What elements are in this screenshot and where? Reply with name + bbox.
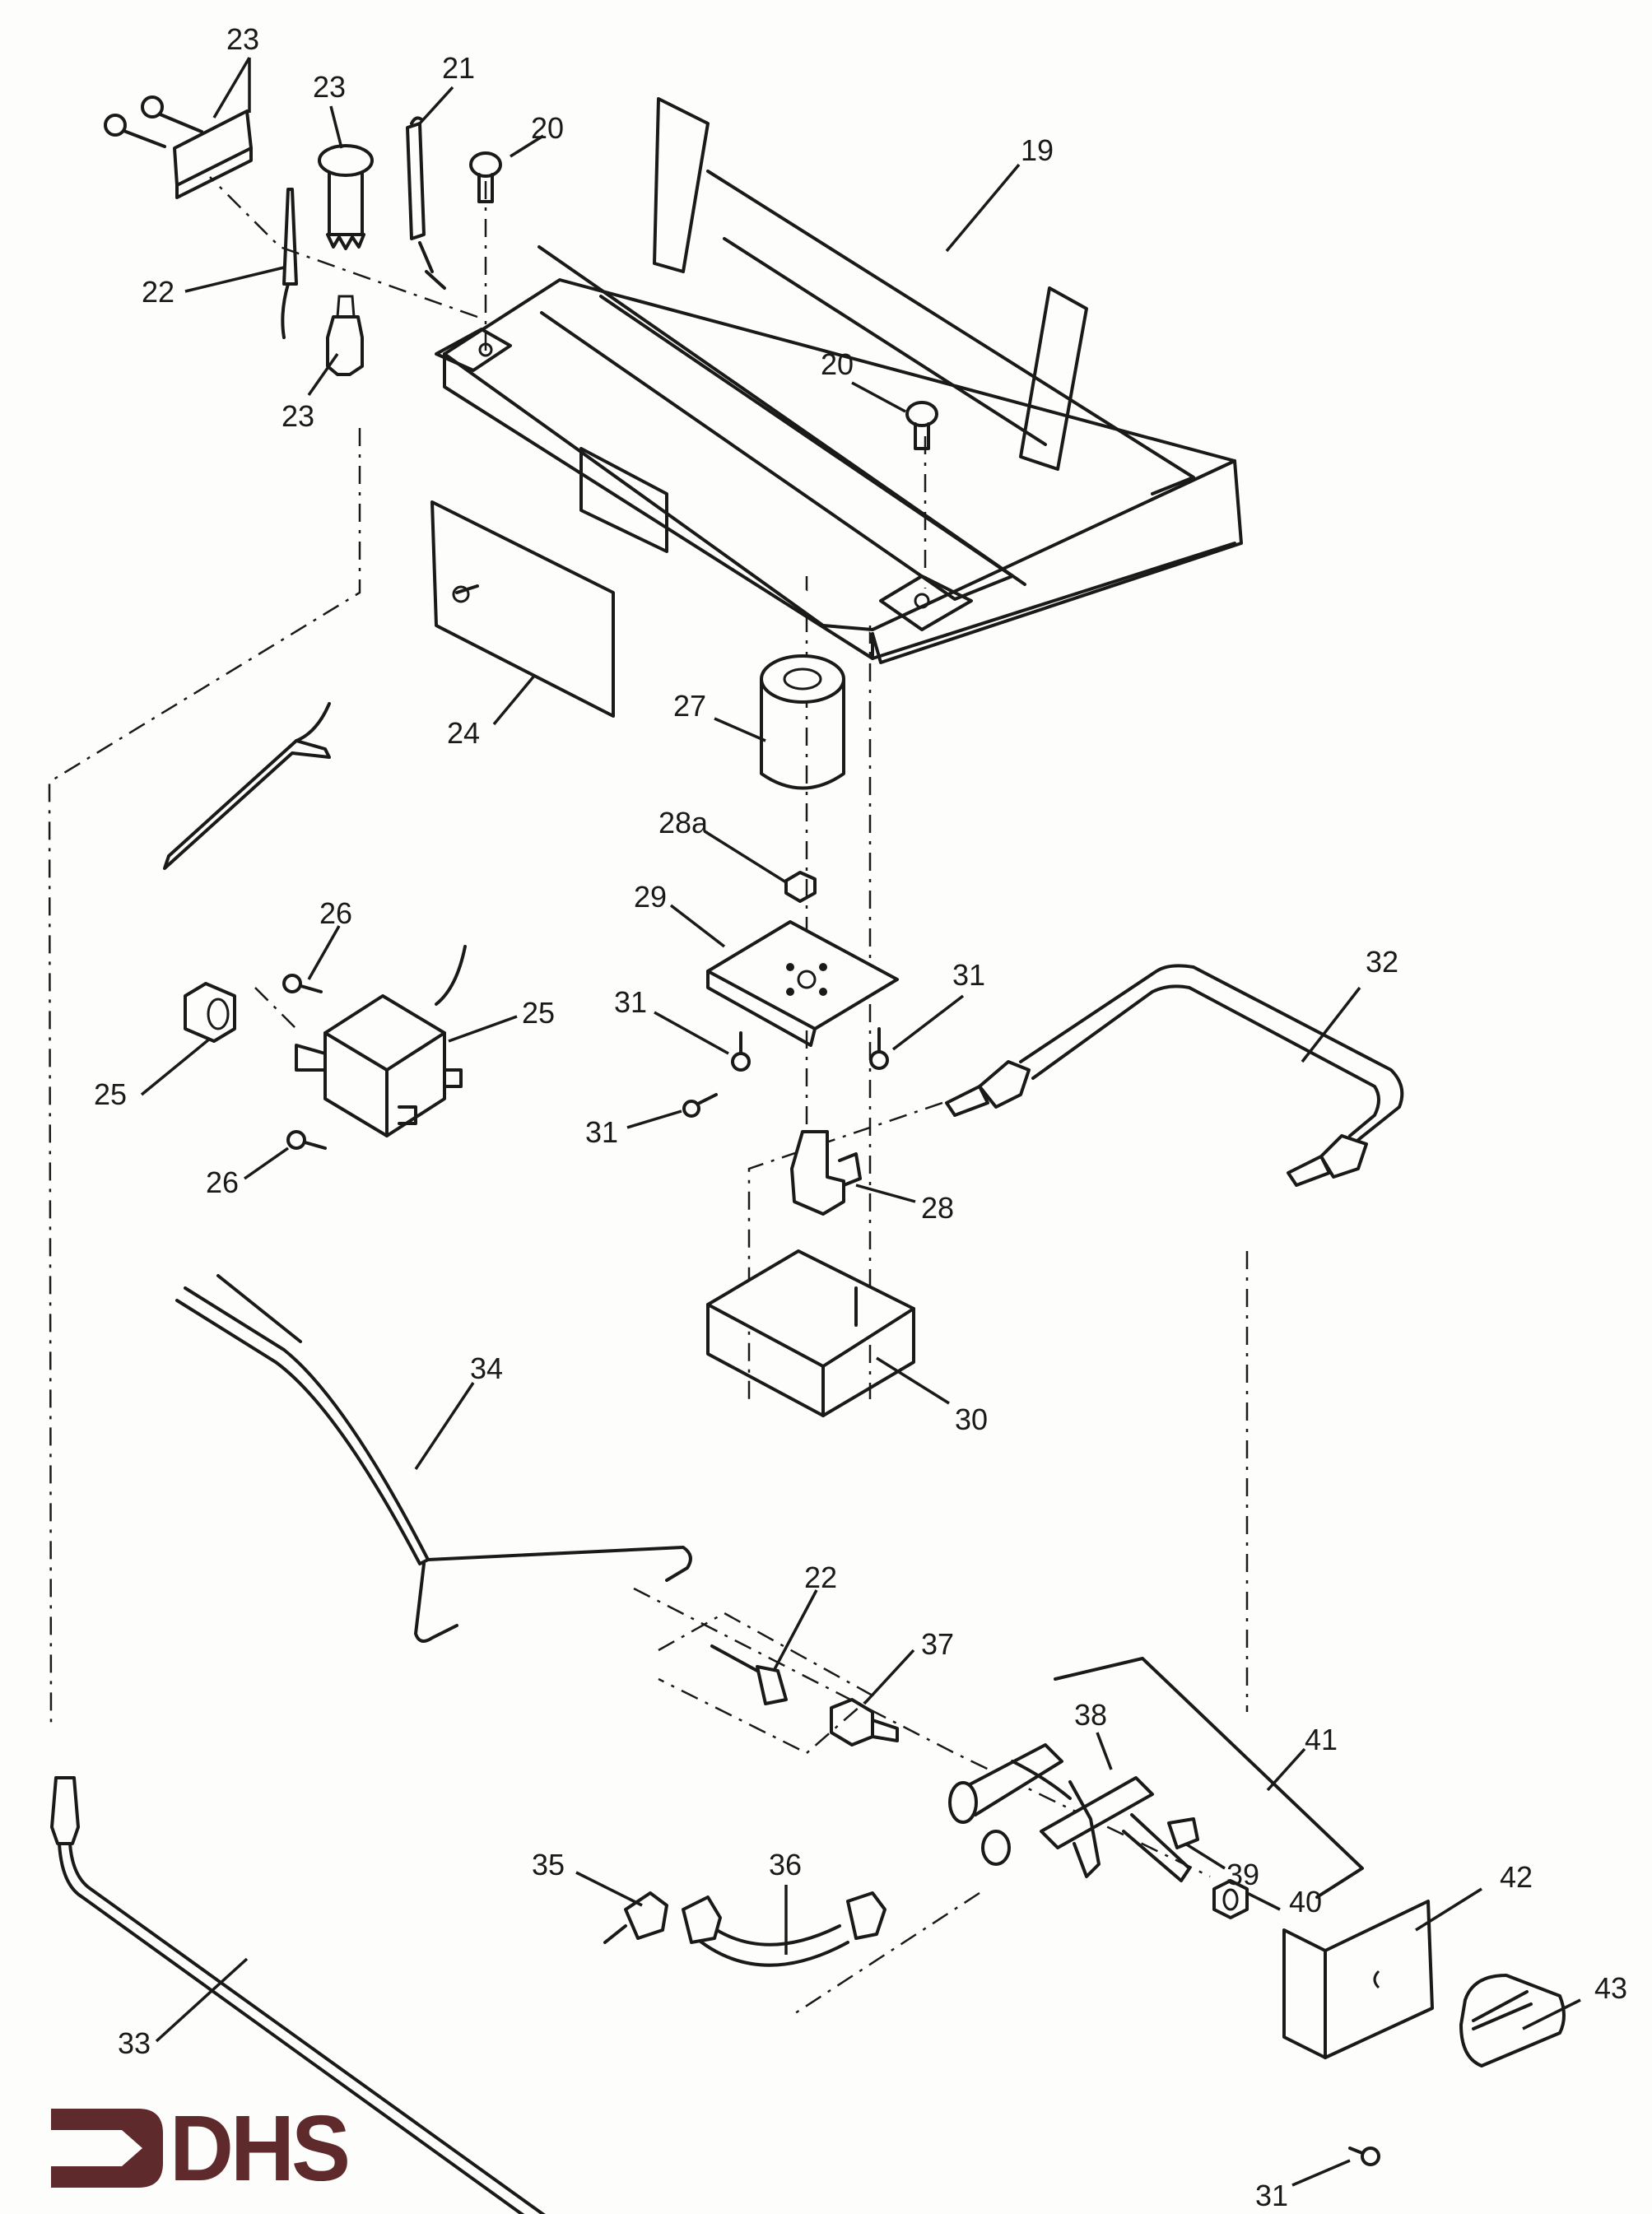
part-40-lock-nut[interactable] <box>1212 1879 1249 1919</box>
callout-labels: 23 23 21 20 22 23 19 20 24 27 28a 29 26 … <box>94 22 1627 2212</box>
part-43-control-knob[interactable] <box>1459 1974 1566 2067</box>
part-31-screw-d[interactable] <box>1348 2147 1380 2166</box>
part-42-control-bracket[interactable] <box>1282 1900 1434 2059</box>
part-23-pilot-bracket[interactable] <box>104 95 253 199</box>
callout-37: 37 <box>921 1627 954 1661</box>
callout-21: 21 <box>442 51 475 85</box>
part-41-assembly-bracket-line <box>1054 1657 1364 1899</box>
dhs-logo: DHS <box>48 2095 351 2200</box>
part-21-electrode[interactable] <box>406 116 446 290</box>
part-33-pilot-tube[interactable] <box>50 1776 650 2214</box>
callout-25-nut: 25 <box>94 1077 127 1111</box>
part-23-pilot-hood[interactable] <box>318 144 374 250</box>
part-32-gas-tube[interactable] <box>945 964 1404 1187</box>
callout-32: 32 <box>1366 945 1398 979</box>
callout-26-bottom: 26 <box>206 1165 239 1199</box>
callout-20-top: 20 <box>531 111 564 145</box>
part-25-nut[interactable] <box>184 982 236 1043</box>
part-26-screw-top[interactable] <box>282 974 323 993</box>
part-36-flex-connector[interactable] <box>682 1891 886 1967</box>
callout-30: 30 <box>955 1402 988 1436</box>
part-39-valve-stem[interactable] <box>1167 1817 1199 1849</box>
callout-40: 40 <box>1289 1885 1322 1919</box>
part-31-screw-a[interactable] <box>731 1031 751 1072</box>
part-35-fitting[interactable] <box>603 1891 668 1944</box>
part-31-screw-c[interactable] <box>682 1093 718 1118</box>
callout-26-top: 26 <box>319 896 352 930</box>
part-28a-nut[interactable] <box>784 871 817 903</box>
callout-31-right: 31 <box>952 958 985 992</box>
callout-38: 38 <box>1074 1698 1107 1732</box>
callout-20-right: 20 <box>821 347 854 381</box>
part-25-piezo-igniter[interactable] <box>295 945 467 1137</box>
callout-43: 43 <box>1594 1971 1627 2005</box>
callout-33: 33 <box>118 2026 151 2060</box>
part-29-mounting-bracket[interactable] <box>706 920 899 1047</box>
callout-28a: 28a <box>658 806 709 840</box>
part-28-elbow-fitting[interactable] <box>790 1130 862 1216</box>
callout-23-bracket: 23 <box>226 22 259 56</box>
callout-19: 19 <box>1021 133 1054 167</box>
part-38-gas-valve[interactable] <box>948 1743 1191 1882</box>
callout-24: 24 <box>447 716 480 750</box>
callout-41: 41 <box>1305 1723 1338 1756</box>
logo-text: DHS <box>170 2095 351 2200</box>
part-31-screw-b[interactable] <box>869 1027 889 1070</box>
callout-27: 27 <box>673 689 706 723</box>
part-22-thermocouple[interactable] <box>281 188 298 339</box>
part-37-adapter-fitting[interactable] <box>830 1698 899 1747</box>
part-19-burner-tray[interactable] <box>435 97 1243 664</box>
assembly-centerlines <box>48 176 1249 2018</box>
callout-29: 29 <box>634 880 667 914</box>
part-27-orifice-holder[interactable] <box>760 654 845 790</box>
part-20-screw-top[interactable] <box>469 151 502 203</box>
callout-23-orifice: 23 <box>282 399 314 433</box>
arrow-into-bracket-icon <box>51 2109 163 2188</box>
callout-36: 36 <box>769 1848 802 1881</box>
callout-31-left: 31 <box>614 985 647 1019</box>
part-26-screw-bottom[interactable] <box>286 1130 327 1150</box>
callout-42: 42 <box>1500 1860 1533 1894</box>
part-23-pilot-orifice[interactable] <box>326 295 364 376</box>
callout-39: 39 <box>1226 1858 1259 1891</box>
callout-35: 35 <box>532 1848 565 1881</box>
callout-leaders <box>140 57 1581 2187</box>
callout-23-hood: 23 <box>313 70 346 104</box>
callout-31-bottom: 31 <box>1255 2179 1288 2212</box>
callout-28: 28 <box>921 1191 954 1225</box>
part-34-wire-harness[interactable] <box>175 1274 692 1643</box>
callout-34: 34 <box>470 1351 503 1385</box>
part-30-bracket-box[interactable] <box>706 1249 915 1417</box>
callout-22-lower: 22 <box>804 1560 837 1594</box>
callout-31-lower: 31 <box>585 1115 618 1149</box>
thermocouple-probe[interactable] <box>163 702 331 870</box>
callout-22-top: 22 <box>142 275 175 309</box>
callout-25-igniter: 25 <box>522 996 555 1030</box>
part-22-thermocouple-lower[interactable] <box>710 1644 788 1705</box>
part-24-cover-plate[interactable] <box>430 500 615 718</box>
part-20-screw-right[interactable] <box>905 401 938 450</box>
